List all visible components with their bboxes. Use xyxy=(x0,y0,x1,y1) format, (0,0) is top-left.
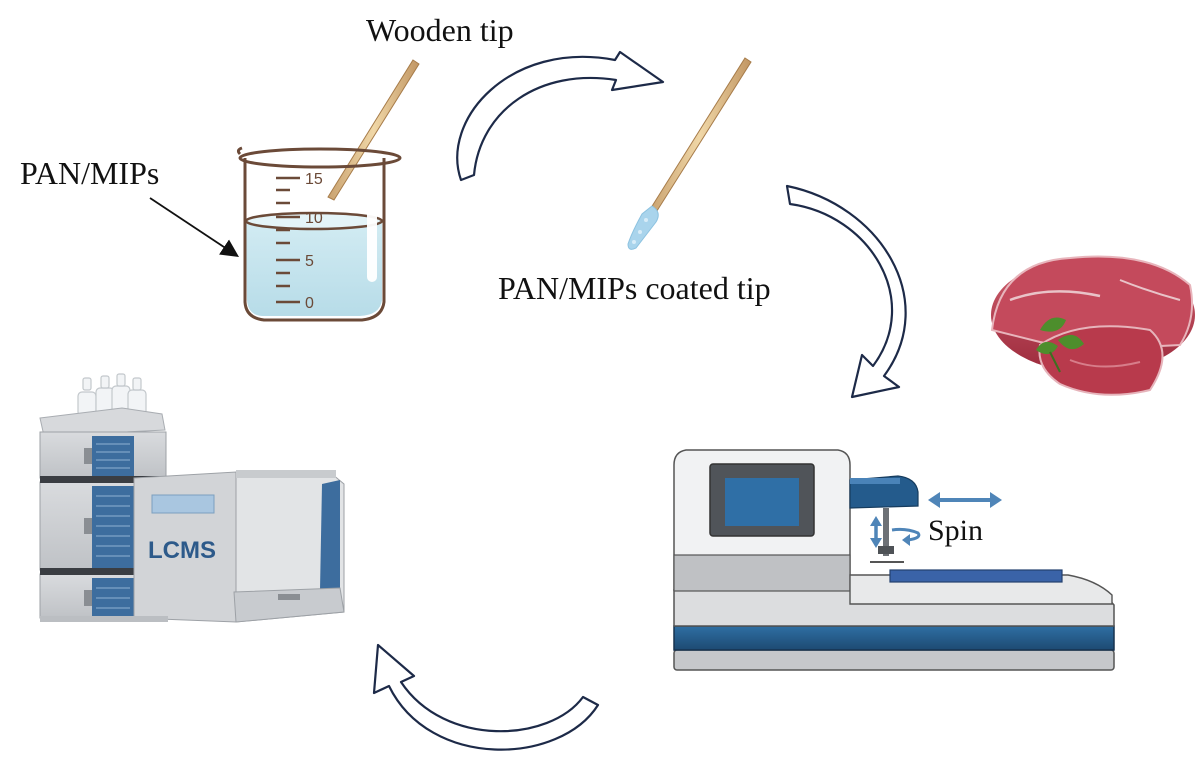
curved-arrow-right xyxy=(785,184,907,399)
scale-mark-5: 5 xyxy=(305,253,314,270)
vertical-motion-arrow xyxy=(870,516,882,548)
sample-tray xyxy=(889,569,1063,583)
beaker-graduations xyxy=(276,176,300,304)
pan-mips-label: PAN/MIPs xyxy=(20,155,160,191)
scale-mark-15: 15 xyxy=(305,171,323,188)
wooden-tip-label: Wooden tip xyxy=(366,12,514,48)
spin-device xyxy=(673,449,1115,671)
solvent-bottles xyxy=(77,373,147,417)
scale-mark-0: 0 xyxy=(305,295,314,312)
coated-tip-label: PAN/MIPs coated tip xyxy=(498,270,771,306)
parsley-leaf xyxy=(1036,317,1084,373)
pointer-arrow xyxy=(149,197,240,257)
lcms-display xyxy=(151,494,215,514)
lcms-label: LCMS xyxy=(148,537,216,564)
beaker: 15 10 5 0 xyxy=(236,59,420,322)
spin-label: Spin xyxy=(928,514,984,547)
lcms-instrument: LCMS xyxy=(39,373,345,623)
scale-mark-10: 10 xyxy=(305,210,323,227)
horizontal-motion-arrow xyxy=(928,492,1002,508)
device-screen xyxy=(725,478,799,526)
coating-tip xyxy=(627,205,659,250)
pan-mips-solution xyxy=(246,217,382,316)
curved-arrow-top xyxy=(456,50,665,182)
spin-arrow xyxy=(891,527,921,546)
coated-wooden-tip xyxy=(627,57,752,250)
curved-arrow-bottom xyxy=(372,643,600,751)
meat-sample-image xyxy=(990,255,1195,396)
